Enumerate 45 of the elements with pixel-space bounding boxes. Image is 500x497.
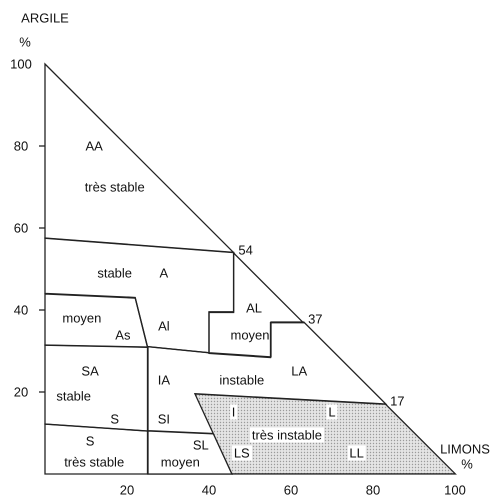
texture-region — [45, 344, 148, 431]
region-label: très stable — [64, 455, 124, 468]
texture-region — [45, 64, 234, 253]
axis-label: % — [19, 36, 31, 48]
region-label: SL — [192, 438, 209, 452]
region-label: A — [160, 266, 168, 280]
region-label: SI — [158, 412, 170, 426]
tick-label: 100 — [444, 484, 466, 496]
region-label: LL — [347, 446, 366, 461]
tick-label: 20 — [120, 484, 134, 496]
point-label: 37 — [308, 312, 323, 326]
tick-label: 20 — [14, 386, 28, 398]
tick-label: 100 — [10, 58, 32, 70]
region-label: stable — [56, 390, 92, 403]
region-label: Al — [158, 320, 170, 333]
axis-label: % — [461, 458, 473, 470]
region-label: stable — [97, 266, 132, 280]
region-label: LA — [291, 364, 308, 378]
region-label: moyen — [230, 328, 270, 342]
region-label: AA — [86, 140, 103, 152]
region-label: très stable — [84, 180, 145, 194]
axis-label: ARGILE — [21, 12, 69, 24]
region-label: moyen — [62, 312, 102, 325]
region-label: AL — [246, 301, 262, 314]
region-label: moyen — [160, 455, 200, 468]
tick-label: 80 — [366, 484, 380, 496]
tick-label: 80 — [14, 140, 28, 152]
region-label: S — [110, 412, 120, 426]
point-label: 54 — [238, 243, 253, 256]
region-label: L — [326, 404, 338, 420]
region-label: instable — [219, 373, 264, 386]
region-label: LS — [232, 446, 252, 461]
region-label: IA — [158, 373, 170, 386]
tick-label: 60 — [14, 222, 28, 234]
texture-region — [45, 294, 148, 347]
tick-label: 60 — [284, 484, 298, 496]
region-label: As — [115, 328, 130, 342]
tick-label: 40 — [14, 304, 28, 316]
tick-label: 40 — [202, 484, 216, 496]
region-label: SA — [81, 364, 99, 378]
region-label: S — [86, 434, 94, 448]
point-label: 17 — [390, 394, 405, 408]
texture-region — [45, 424, 148, 474]
region-label: très instable — [250, 428, 324, 443]
axis-label: LIMONS — [440, 442, 490, 456]
